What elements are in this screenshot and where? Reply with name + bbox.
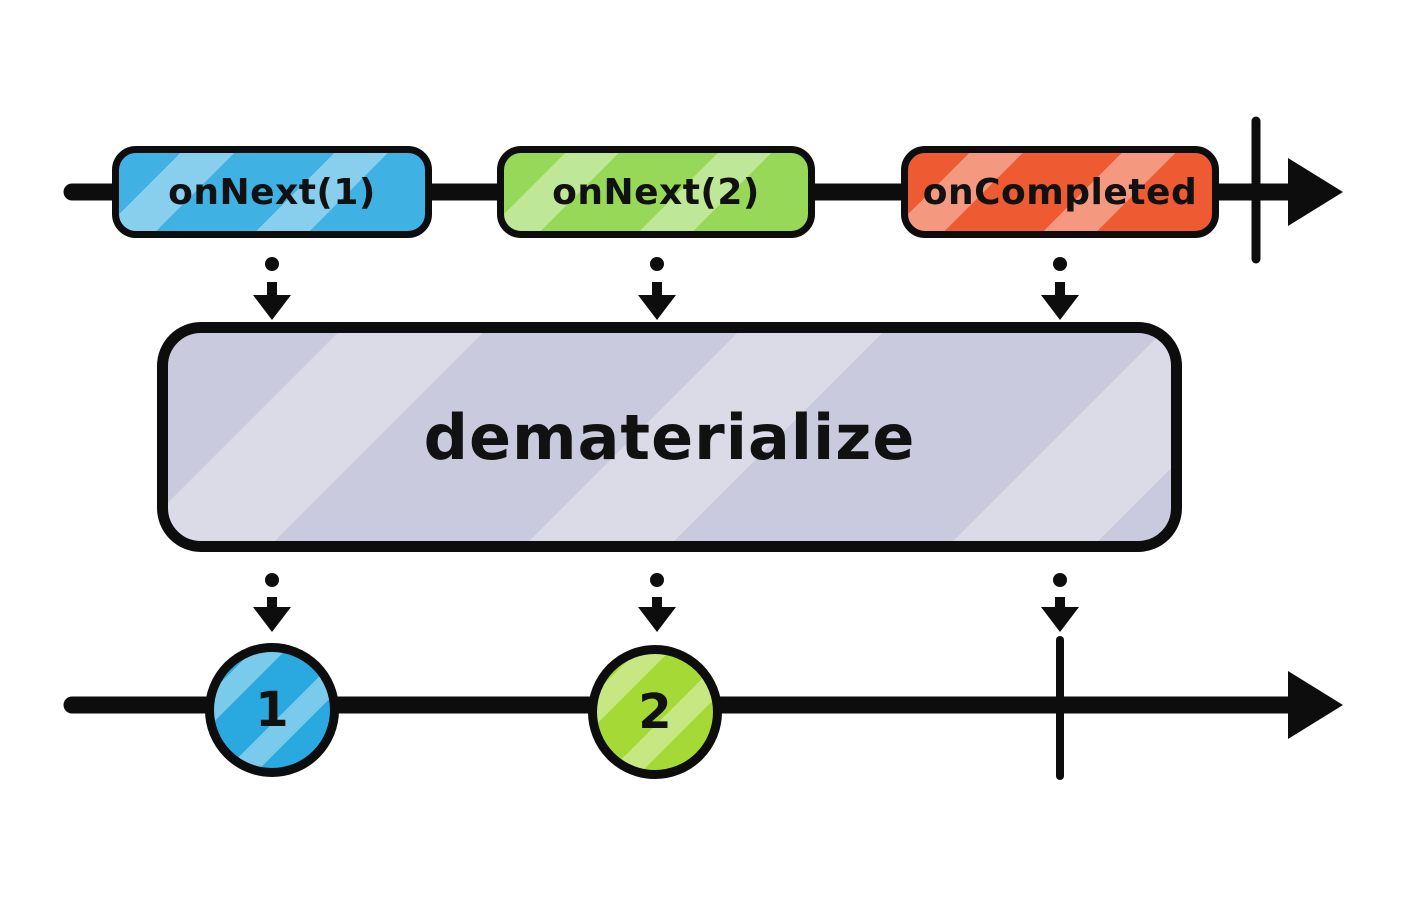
event-label: onNext(2)	[552, 171, 760, 213]
arrow-head-icon	[638, 607, 676, 632]
output-arrow-2	[638, 573, 676, 632]
marble-label: 2	[638, 684, 672, 740]
event-box-oncompleted: onCompleted	[901, 146, 1219, 238]
arrow-dot-icon	[650, 573, 664, 587]
arrow-head-icon	[1041, 607, 1079, 632]
input-arrow-2	[638, 257, 676, 320]
arrow-head-icon	[253, 607, 291, 632]
event-box-onnext-2: onNext(2)	[497, 146, 815, 238]
marble-label: 1	[255, 682, 289, 738]
arrow-dot-icon	[1053, 257, 1067, 271]
event-box-onnext-1: onNext(1)	[112, 146, 432, 238]
event-label: onNext(1)	[168, 171, 376, 213]
operator-label: dematerialize	[423, 400, 916, 474]
input-arrow-3	[1041, 257, 1079, 320]
output-timeline-arrowhead-icon	[1288, 671, 1343, 739]
output-marble-2: 2	[588, 645, 722, 779]
arrow-dot-icon	[1053, 573, 1067, 587]
arrow-dot-icon	[650, 257, 664, 271]
arrow-head-icon	[1041, 295, 1079, 320]
arrow-head-icon	[638, 295, 676, 320]
operator-box: dematerialize	[157, 322, 1182, 552]
input-timeline-arrowhead-icon	[1288, 158, 1343, 226]
output-marble-1: 1	[205, 643, 339, 777]
arrow-dot-icon	[265, 573, 279, 587]
arrow-dot-icon	[265, 257, 279, 271]
event-label: onCompleted	[922, 171, 1198, 213]
input-arrow-1	[253, 257, 291, 320]
arrow-head-icon	[253, 295, 291, 320]
output-arrow-1	[253, 573, 291, 632]
output-arrow-3	[1041, 573, 1079, 632]
